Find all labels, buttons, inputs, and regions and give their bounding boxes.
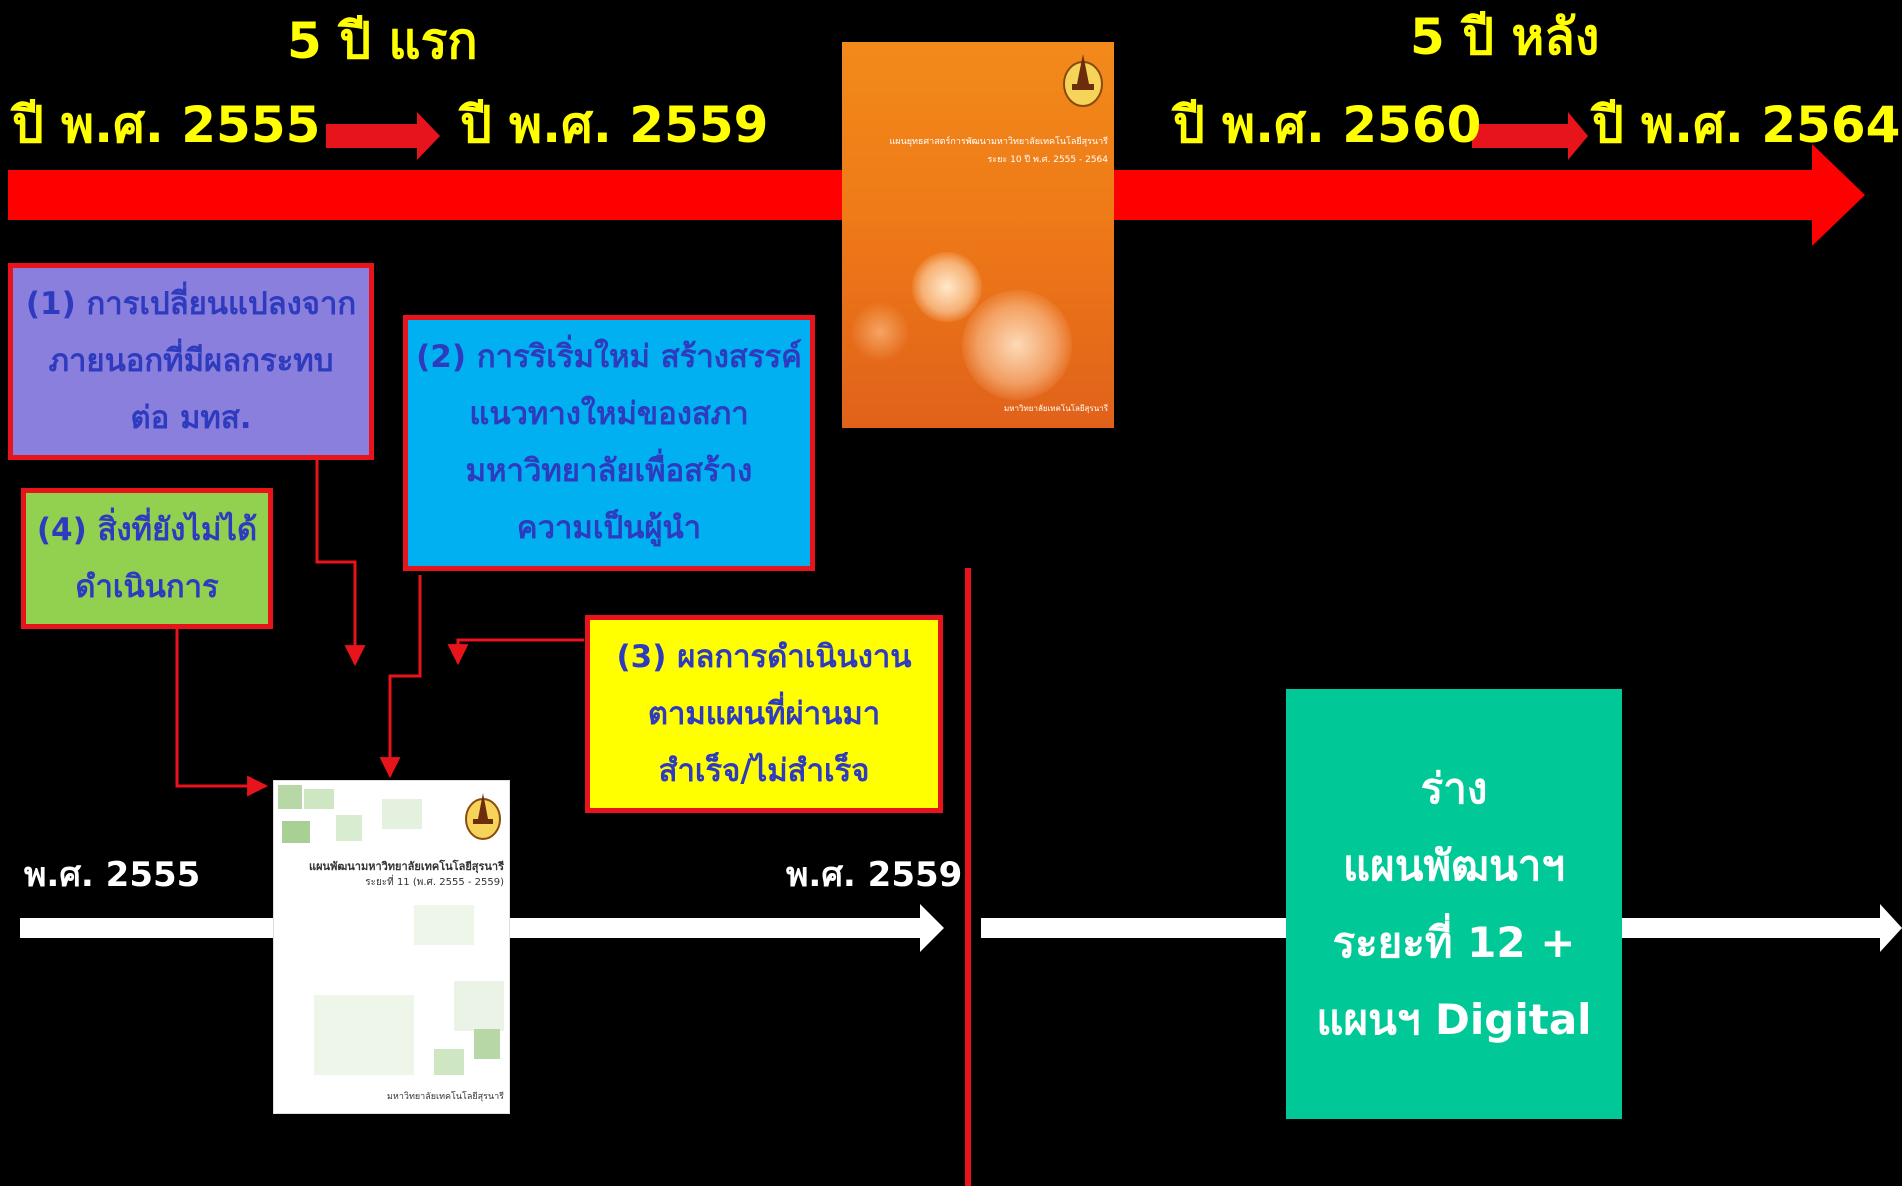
eleventh-plan-cover-subtitle: ระยะที่ 11 (พ.ศ. 2555 - 2559) (365, 877, 504, 888)
box1-line: ภายนอกที่มีผลกระทบ (48, 343, 334, 379)
cover-decor-square (382, 799, 422, 829)
box3-line: ตามแผนที่ผ่านมา (647, 695, 881, 732)
connector-box4 (175, 627, 269, 797)
header-arrow-first (326, 112, 440, 160)
draft-plan-line: ระยะที่ 12 + (1332, 918, 1576, 967)
box1-line: (1) การเปลี่ยนแปลงจาก (25, 286, 357, 322)
cover-decor-square (414, 905, 474, 945)
bokeh-light (962, 290, 1072, 400)
year-2564-label: ปี พ.ศ. 2564 (1592, 96, 1901, 154)
cover-decor-square (336, 815, 362, 841)
ten-year-plan-cover-title: แผนยุทธศาสตร์การพัฒนามหาวิทยาลัยเทคโนโลย… (889, 137, 1109, 147)
connector-box2 (379, 575, 422, 779)
box4-line: ดำเนินการ (75, 568, 219, 605)
university-seal-icon (465, 793, 501, 840)
eleventh-plan-cover-title: แผนพัฒนามหาวิทยาลัยเทคโนโลยีสุรนารี (309, 860, 504, 873)
box2-line: ความเป็นผู้นำ (516, 510, 702, 546)
cover-decor-square (454, 981, 504, 1031)
connector-box3 (447, 638, 584, 666)
cover-decor-square (278, 785, 302, 809)
factor-box-not-done: (4) สิ่งที่ยังไม่ได้ ดำเนินการ (21, 488, 273, 629)
box2-line: (2) การริเริ่มใหม่ สร้างสรรค์ (416, 339, 802, 375)
bottom-end-year: พ.ศ. 2559 (786, 855, 963, 895)
box4-line: (4) สิ่งที่ยังไม่ได้ (36, 511, 258, 548)
first-period-title: 5 ปี แรก (287, 12, 478, 70)
cover-decor-square (474, 1029, 500, 1059)
ten-year-plan-cover-publisher: มหาวิทยาลัยเทคโนโลยีสุรนารี (1003, 404, 1108, 413)
later-period-title: 5 ปี หลัง (1410, 8, 1600, 66)
box1-line: ต่อ มทส. (130, 400, 252, 436)
cover-decor-square (304, 789, 334, 809)
bokeh-light (850, 302, 910, 362)
draft-plan-12-box: ร่าง แผนพัฒนาฯ ระยะที่ 12 + แผนฯ Digital (1286, 689, 1622, 1119)
box3-line: สำเร็จ/ไม่สำเร็จ (658, 752, 870, 789)
header-arrow-later (1472, 112, 1588, 160)
connector-box1 (315, 458, 366, 667)
year-2559-label: ปี พ.ศ. 2559 (460, 96, 769, 154)
cover-decor-square (434, 1049, 464, 1075)
factor-box-past-results: (3) ผลการดำเนินงาน ตามแผนที่ผ่านมา สำเร็… (585, 615, 943, 813)
cover-decor-square (314, 995, 414, 1075)
box2-line: มหาวิทยาลัยเพื่อสร้าง (465, 453, 753, 489)
factor-box-external-change: (1) การเปลี่ยนแปลงจาก ภายนอกที่มีผลกระทบ… (8, 263, 374, 460)
box2-line: แนวทางใหม่ของสภา (469, 396, 749, 432)
university-seal-icon (1063, 54, 1103, 107)
box3-line: (3) ผลการดำเนินงาน (616, 638, 912, 675)
year-2560-label: ปี พ.ศ. 2560 (1173, 96, 1482, 154)
draft-plan-line: ร่าง (1420, 764, 1488, 813)
cover-decor-square (282, 821, 310, 843)
draft-plan-line: แผนพัฒนาฯ (1343, 841, 1565, 890)
draft-plan-line: แผนฯ Digital (1316, 995, 1592, 1044)
factor-box-new-initiative: (2) การริเริ่มใหม่ สร้างสรรค์ แนวทางใหม่… (403, 315, 815, 571)
bokeh-light (912, 252, 982, 322)
ten-year-plan-cover-subtitle: ระยะ 10 ปี พ.ศ. 2555 - 2564 (987, 155, 1108, 165)
eleventh-plan-cover-publisher: มหาวิทยาลัยเทคโนโลยีสุรนารี (386, 1092, 504, 1102)
year-2555-label: ปี พ.ศ. 2555 (12, 96, 321, 154)
bottom-start-year: พ.ศ. 2555 (24, 855, 201, 895)
ten-year-plan-cover: แผนยุทธศาสตร์การพัฒนามหาวิทยาลัยเทคโนโลย… (842, 42, 1114, 428)
eleventh-plan-cover: แผนพัฒนามหาวิทยาลัยเทคโนโลยีสุรนารี ระยะ… (273, 780, 510, 1114)
